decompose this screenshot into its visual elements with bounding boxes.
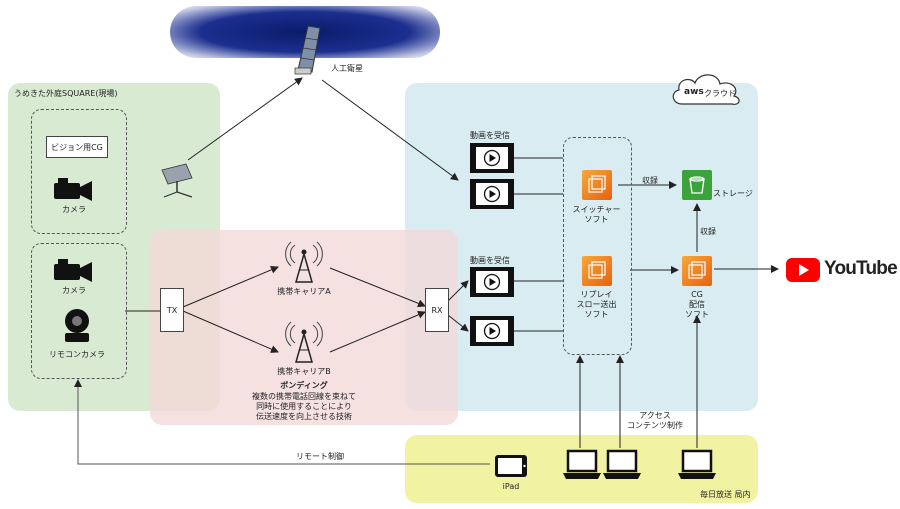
carrier-b-label: 携帯キャリアB (277, 367, 331, 376)
bonding-desc-2: 同時に使用することにより (256, 402, 352, 411)
storage-icon (682, 170, 712, 200)
satellite-dish-icon (161, 163, 193, 198)
receive-label-1: 動画を受信 (470, 131, 510, 140)
laptop-icon (678, 449, 716, 479)
replay-label-3: ソフト (584, 310, 609, 319)
switcher-label-1: スイッチャー (572, 205, 621, 214)
cloud-icon (672, 74, 740, 105)
access-label-2: コンテンツ制作 (627, 421, 683, 430)
bonding-desc-3: 伝送速度を向上させる技術 (256, 412, 352, 421)
remote-control-label: リモート制御 (296, 452, 344, 461)
switcher-label-2: ソフト (584, 215, 609, 224)
video-stream-icon (470, 267, 514, 297)
site-camera-group-1 (31, 109, 127, 234)
replay-software-icon (582, 256, 612, 286)
remote-camera-label: リモコンカメラ (49, 350, 105, 359)
bonding-title: ボンディング (280, 381, 328, 390)
cg-label-1: CG (691, 290, 703, 299)
video-stream-icon (470, 316, 514, 346)
station-title: 毎日放送 局内 (700, 490, 751, 499)
aws-logo: aws (684, 87, 704, 97)
youtube-logo: YouTube (786, 256, 898, 284)
ipad-icon (495, 455, 527, 477)
laptop-icon (603, 449, 641, 479)
cg-label-2: 配信 (689, 300, 705, 309)
vision-cg-box: ビジョン用CG (46, 136, 108, 158)
access-label-1: アクセス (639, 411, 671, 420)
cell-tower-icon (285, 241, 323, 283)
video-stream-icon (470, 143, 514, 173)
ipad-label: iPad (502, 482, 520, 491)
satellite-icon (294, 25, 321, 75)
site-title: うめきた外庭SQUARE(現場) (14, 89, 118, 98)
rx-box: RX (425, 288, 449, 332)
receive-label-2: 動画を受信 (470, 256, 510, 265)
video-camera-icon (54, 178, 92, 201)
video-stream-icon (470, 179, 514, 209)
bonding-region (150, 230, 458, 425)
record-label-2: 収録 (700, 227, 716, 236)
cg-software-icon (682, 256, 712, 286)
laptop-icon (563, 449, 601, 479)
software-group (563, 137, 632, 355)
satellite-label: 人工衛星 (328, 63, 366, 75)
cloud-label: クラウド (704, 89, 736, 98)
cell-tower-icon (285, 321, 323, 363)
camera-label-1: カメラ (62, 205, 86, 214)
video-camera-icon (54, 259, 92, 282)
youtube-label: YouTube (824, 258, 898, 279)
site-camera-group-2 (31, 243, 127, 379)
bonding-desc-1: 複数の携帯電話回線を束ねて (252, 392, 356, 401)
camera-label-2: カメラ (62, 286, 86, 295)
storage-label: ストレージ (713, 189, 753, 198)
carrier-a-label: 携帯キャリアA (277, 287, 331, 296)
aws-cloud-badge: aws クラウド (668, 70, 746, 110)
replay-label-2: スロー送出 (576, 300, 617, 309)
tx-box: TX (160, 288, 184, 332)
switcher-software-icon (582, 170, 612, 200)
replay-label-1: リプレイ (580, 290, 613, 299)
youtube-play-icon (786, 258, 820, 282)
record-label-1: 収録 (642, 176, 658, 185)
cg-label-3: ソフト (685, 310, 709, 319)
remote-camera-icon (65, 309, 89, 342)
